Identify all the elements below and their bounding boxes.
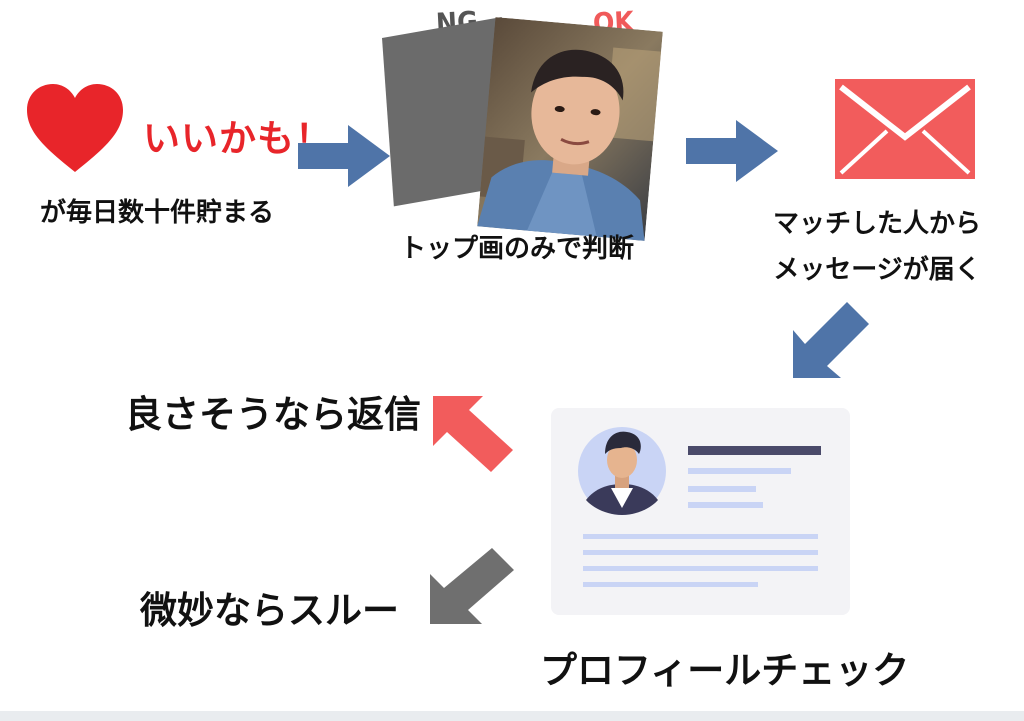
bottom-bar xyxy=(0,711,1024,721)
arrow-right-icon xyxy=(686,120,778,182)
profile-card-illustration xyxy=(578,427,821,587)
arrow-down-left-icon xyxy=(430,548,514,624)
arrow-up-left-icon xyxy=(433,396,513,472)
judge-caption: トップ画のみで判断 xyxy=(400,234,635,264)
arrow-right-icon xyxy=(298,125,390,187)
ok-profile-photo xyxy=(477,17,663,241)
heart-icon xyxy=(27,84,123,172)
match-caption: マッチした人から メッセージが届く xyxy=(773,201,981,293)
envelope-icon xyxy=(835,79,975,179)
likes-caption: が毎日数十件貯まる xyxy=(40,198,275,228)
match-caption-line1: マッチした人から xyxy=(773,209,982,239)
skip-outcome-caption: 微妙ならスルー xyxy=(140,589,399,632)
match-caption-line2: メッセージが届く xyxy=(773,255,981,285)
profile-caption: プロフィールチェック xyxy=(540,649,910,692)
arrow-down-left-icon xyxy=(793,302,869,378)
profile-card xyxy=(551,408,850,615)
good-outcome-caption: 良さそうなら返信 xyxy=(125,393,421,436)
